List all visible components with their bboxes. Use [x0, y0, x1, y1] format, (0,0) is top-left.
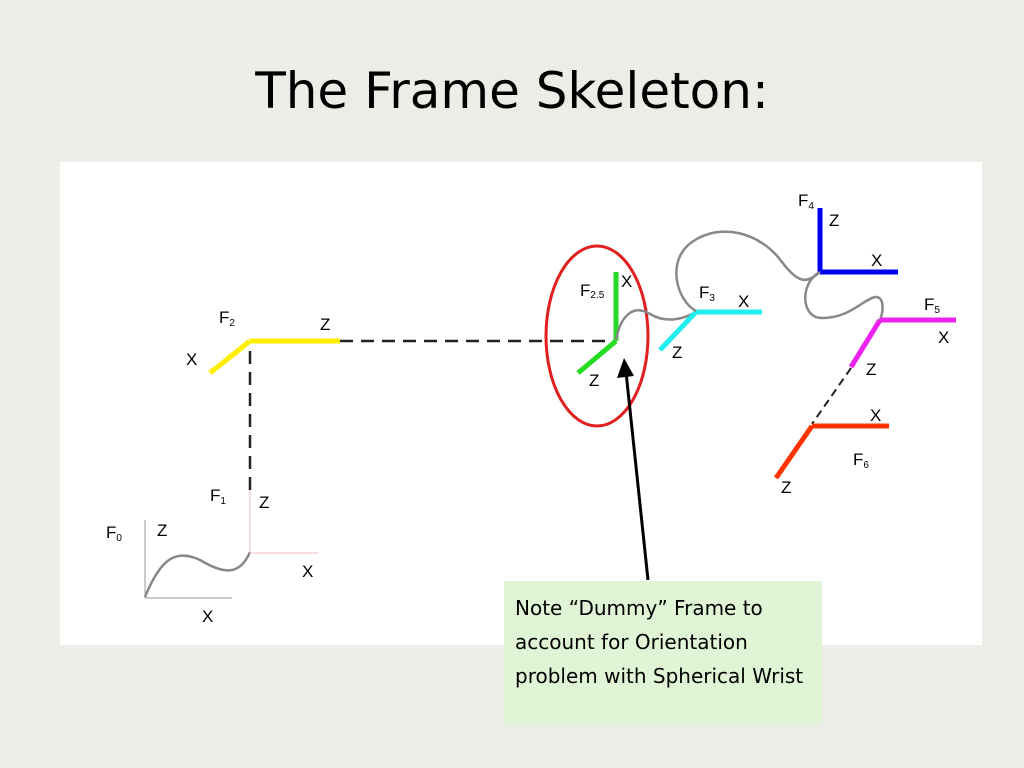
- f6-label: F6: [853, 450, 869, 471]
- f2-x-axis: [208, 339, 252, 375]
- frame-f0: F0 Z X: [106, 520, 232, 626]
- f25-label: F2.5: [580, 281, 605, 301]
- link-4-5: [804, 270, 884, 321]
- diagram-canvas: [60, 162, 982, 645]
- f25-z-axis: [576, 339, 618, 375]
- f1-x-label: X: [302, 562, 313, 581]
- dummy-frame-highlight-circle: [544, 244, 650, 428]
- f1-z-label: Z: [259, 493, 269, 512]
- dashed-link-5-6: [811, 367, 852, 425]
- f2-label: F2: [219, 308, 235, 329]
- f0-x-label: X: [202, 607, 213, 626]
- note-text: Note “Dummy” Frame to account for Orient…: [515, 596, 804, 688]
- frame-f2: F2 Z X: [186, 308, 340, 375]
- f0-z-label: Z: [157, 521, 167, 540]
- frame-f1: F1 Z X: [210, 486, 318, 581]
- f6-x-label: X: [870, 406, 881, 425]
- frame-f2-5: F2.5 X Z: [576, 272, 632, 390]
- frame-f6: X F6 Z: [773, 406, 889, 497]
- f4-x-label: X: [871, 251, 882, 270]
- note-box: Note “Dummy” Frame to account for Orient…: [504, 581, 822, 724]
- f4-label: F4: [798, 191, 814, 212]
- f5-label: F5: [924, 295, 940, 316]
- f6-z-axis: [773, 424, 815, 480]
- slide-title: The Frame Skeleton:: [255, 62, 769, 120]
- frame-f5: F5 X Z: [848, 295, 956, 379]
- f2-z-label: Z: [320, 315, 330, 334]
- note-pointer-arrow: [617, 358, 650, 581]
- f25-x-label: X: [621, 272, 632, 291]
- f2-x-label: X: [186, 350, 197, 369]
- f3-label: F3: [699, 283, 715, 304]
- f6-z-label: Z: [781, 478, 791, 497]
- f3-x-label: X: [738, 292, 749, 311]
- f25-z-label: Z: [589, 371, 599, 390]
- f5-z-axis: [848, 318, 883, 369]
- arrowhead-icon: [617, 358, 634, 378]
- link-2.5-3: [614, 309, 697, 341]
- f5-x-label: X: [938, 328, 949, 347]
- link-3-4: [675, 230, 821, 313]
- link-0-1: [143, 551, 252, 598]
- f4-z-label: Z: [829, 211, 839, 230]
- f5-z-label: Z: [866, 360, 876, 379]
- f1-label: F1: [210, 486, 226, 507]
- f0-label: F0: [106, 523, 122, 544]
- frame-f3: F3 X Z: [658, 283, 762, 362]
- arrow-shaft: [624, 371, 650, 581]
- frame-f4: F4 Z X: [798, 191, 898, 275]
- f3-z-label: Z: [672, 343, 682, 362]
- f3-z-axis: [658, 310, 698, 352]
